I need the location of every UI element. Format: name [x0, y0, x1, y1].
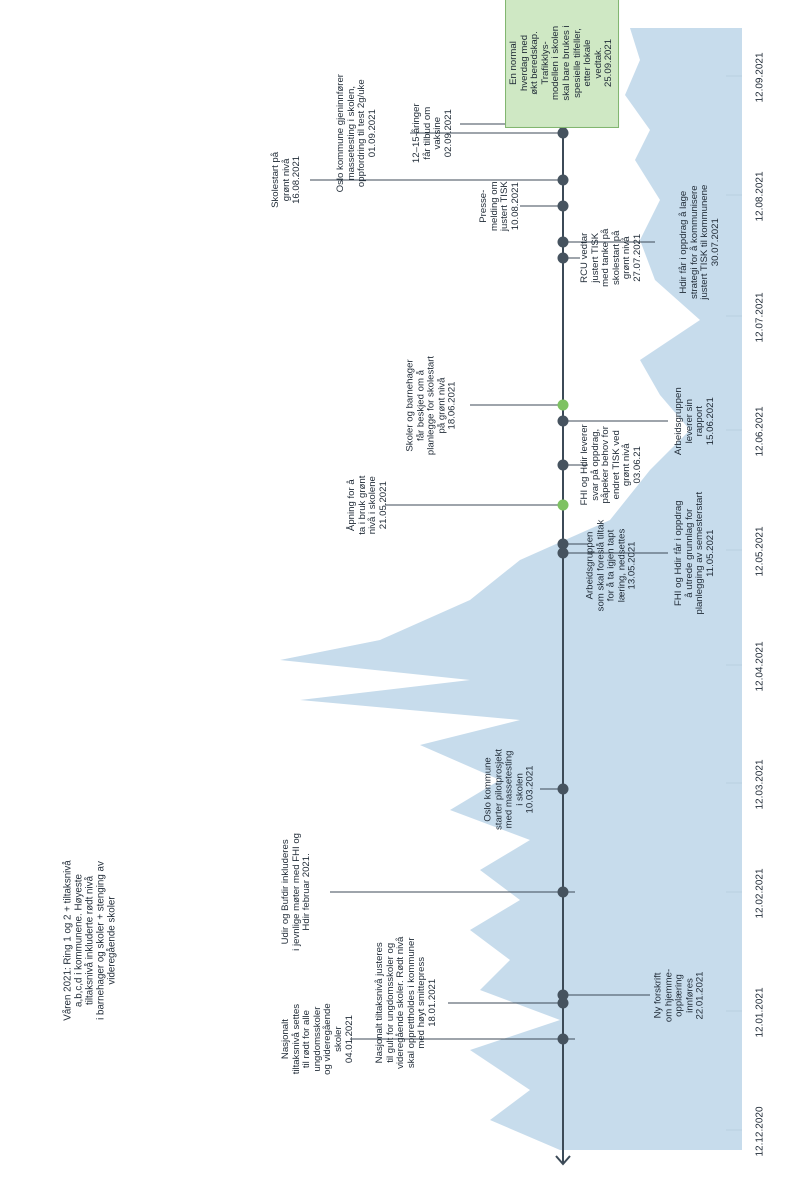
- event-marker: [557, 997, 569, 1009]
- event-label-line: 13.05.2021: [626, 540, 638, 589]
- event-label-line: RCU vedtar: [579, 232, 591, 283]
- event-label-line: Åpning for å: [345, 479, 357, 532]
- event-label-line: 21.05.2021: [377, 481, 389, 530]
- event-label-line: Hdir februar 2021.: [301, 853, 313, 931]
- event-label-line: 25.09.2021: [603, 38, 615, 87]
- event-label-line: Udir og Bufdir inkluderes: [280, 839, 292, 945]
- event-marker: [557, 236, 569, 248]
- event-marker: [557, 538, 569, 550]
- title-note-line: a,b,c,d i kommunene. Høyeste: [73, 873, 85, 1007]
- event-marker: [557, 783, 569, 795]
- event-label-line: Presse-: [477, 189, 489, 223]
- title-note-line: tiltaksnivå inkluderte rødt nivå: [84, 875, 96, 1005]
- event-label-line: 01.09.2021: [366, 109, 378, 158]
- date-label: 12.08.2021: [754, 170, 766, 222]
- date-label: 12.02.2021: [754, 867, 766, 919]
- event-label-line: FHI og Hdir får i oppdrag: [672, 500, 684, 606]
- event-label-line: Arbeidsgruppen: [584, 531, 596, 599]
- event-label-line: Skolestart på: [270, 151, 282, 208]
- event-marker: [557, 989, 569, 1001]
- event-marker: [557, 459, 569, 471]
- date-label: 12.06.2021: [754, 405, 766, 457]
- event-marker: [557, 415, 569, 427]
- event-label-line: En normal: [508, 41, 520, 85]
- date-label: 12.05.2021: [754, 525, 766, 577]
- timeline-arrow-bottom: [555, 1155, 571, 1166]
- event-label-line: FHI og Hdir leverer: [579, 424, 591, 506]
- marker-green: [557, 399, 569, 411]
- title-note-line: videregående skoler: [106, 895, 118, 985]
- event-label-line: Nasjonalt: [279, 1019, 291, 1060]
- event-marker: [557, 252, 569, 264]
- date-label: 12.12.2020: [754, 1105, 766, 1157]
- area-edge: [742, 20, 744, 1160]
- event-label-line: skoler: [332, 1026, 344, 1052]
- event-label-line: Hdir får i oppdrag å lage: [677, 190, 689, 294]
- event-label-line: skal bare brukes i: [561, 25, 572, 101]
- title-note: Våren 2021: Ring 1 og 2 + tiltaksnivå a,…: [63, 845, 118, 1035]
- date-label: 12.09.2021: [754, 51, 766, 103]
- event-marker: [557, 174, 569, 186]
- event-label-line: 22.01.2021: [694, 970, 706, 1019]
- event-marker: [557, 127, 569, 139]
- event-marker: [557, 547, 569, 559]
- background-area: [280, 28, 742, 1150]
- title-note-line: Våren 2021: Ring 1 og 2 + tiltaksnivå: [62, 859, 74, 1021]
- event-label-line: 12–15-åringer: [410, 103, 422, 164]
- event-label-line: 18.01.2021: [427, 978, 439, 1027]
- event-marker: [557, 1033, 569, 1045]
- event-label-line: Arbeidsgruppen: [672, 387, 684, 456]
- title-note-line: i barnehager og skoler + stenging av: [95, 860, 107, 1020]
- event-label-line: Ny forskrift: [652, 972, 664, 1018]
- event-label-line: 30.07.2021: [709, 218, 721, 267]
- event-label-line: Skoler og barnehager: [404, 358, 416, 452]
- event-label-line: 03.06.21: [632, 446, 644, 484]
- event-label-line: 27.07.2021: [632, 233, 644, 282]
- event-label-line: 18.06.2021: [446, 380, 458, 429]
- event-marker: [557, 200, 569, 212]
- event-label-line: 10.03.2021: [524, 764, 536, 813]
- date-label: 12.01.2021: [754, 986, 766, 1038]
- event-marker: [557, 886, 569, 898]
- event-label-line: 11.05.2021: [704, 529, 716, 577]
- event-label-line: Oslo kommune: [482, 756, 494, 822]
- event-label-line: 04.01.2021: [343, 1015, 355, 1064]
- date-label: 12.04.2021: [754, 640, 766, 692]
- event-label-line: Oslo kommune gjeninnfører: [334, 74, 346, 193]
- event-label-line: 02.09.2021: [442, 109, 454, 158]
- marker-green: [557, 499, 569, 511]
- date-label: 12.03.2021: [754, 758, 766, 810]
- event-label-line: 16.08.2021: [291, 155, 303, 204]
- event-label-line: Nasjonalt tiltaksnivå justeres: [374, 942, 386, 1064]
- date-label: 12.07.2021: [754, 291, 766, 343]
- event-label-line: 10.08.2021: [509, 182, 521, 231]
- event-label-line: 15.06.2021: [704, 397, 716, 446]
